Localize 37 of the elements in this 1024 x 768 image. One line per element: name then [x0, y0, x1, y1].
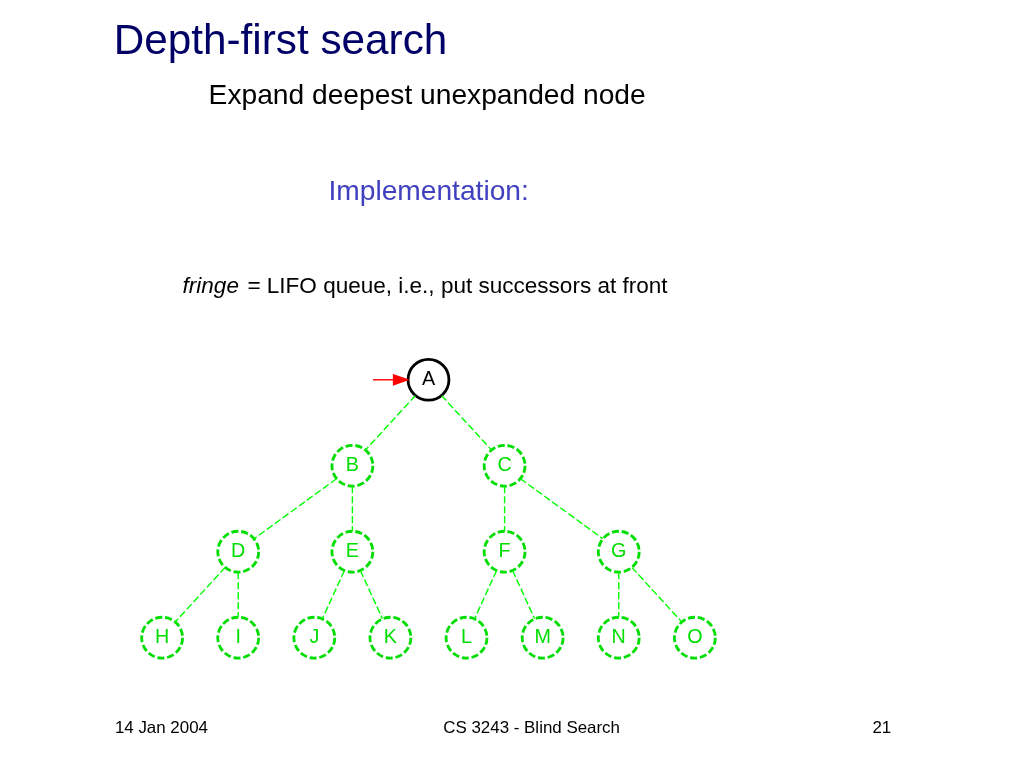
node-circle: F	[482, 529, 527, 574]
connector	[359, 570, 384, 620]
connector	[631, 566, 683, 623]
arrow	[372, 373, 410, 386]
label: 21	[872, 717, 892, 737]
node-circle: D	[216, 529, 261, 574]
connector	[618, 571, 620, 618]
connector	[237, 571, 239, 618]
node-circle: C	[482, 443, 527, 488]
label: CS 3243 - Blind Search	[443, 717, 620, 737]
connector	[321, 570, 345, 620]
node-circle: N	[596, 615, 641, 660]
connector	[503, 485, 506, 532]
node-circle: A	[406, 357, 451, 402]
label: 14 Jan 2004	[114, 717, 208, 737]
connector	[364, 394, 416, 451]
node-circle: I	[216, 615, 261, 660]
node-circle: J	[292, 615, 337, 660]
connector	[441, 394, 493, 451]
node-circle: E	[330, 529, 375, 574]
node-circle: M	[520, 615, 565, 660]
node-circle: H	[140, 615, 184, 660]
connector	[473, 570, 498, 620]
connector	[519, 478, 604, 540]
node-circle: L	[444, 615, 489, 660]
connector	[351, 485, 354, 532]
node-circle: K	[368, 615, 413, 660]
label: Expand deepest unexpanded node	[208, 78, 646, 111]
node-circle: B	[330, 443, 375, 488]
diagram-title: Depth-first search	[113, 15, 448, 63]
connector	[174, 566, 226, 623]
node-circle: G	[596, 529, 641, 574]
connector	[511, 570, 536, 620]
label: fringe = LIFO queue, i.e., put successors at front	[182, 272, 668, 298]
connector	[253, 478, 338, 540]
node-circle: O	[673, 615, 717, 660]
label: Implementation:	[328, 174, 529, 207]
